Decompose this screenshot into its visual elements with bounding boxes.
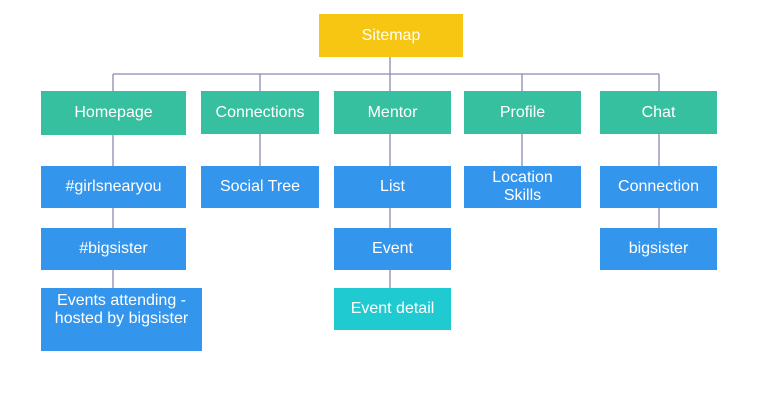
page-events-attending: Events attending - hosted by bigsister [41,288,202,351]
section-homepage: Homepage [41,91,186,135]
section-connections: Connections [201,91,319,134]
page-chat-bigsister: bigsister [600,228,717,270]
sitemap-root-node: Sitemap [319,14,463,57]
page-chat-connection: Connection [600,166,717,208]
section-profile: Profile [464,91,581,134]
page-mentor-event: Event [334,228,451,270]
section-mentor: Mentor [334,91,451,134]
page-event-detail: Event detail [334,288,451,330]
page-mentor-list: List [334,166,451,208]
page-girlsnearyou: #girlsnearyou [41,166,186,208]
section-chat: Chat [600,91,717,134]
page-bigsister: #bigsister [41,228,186,270]
page-location-skills: Location Skills [464,166,581,208]
page-social-tree: Social Tree [201,166,319,208]
